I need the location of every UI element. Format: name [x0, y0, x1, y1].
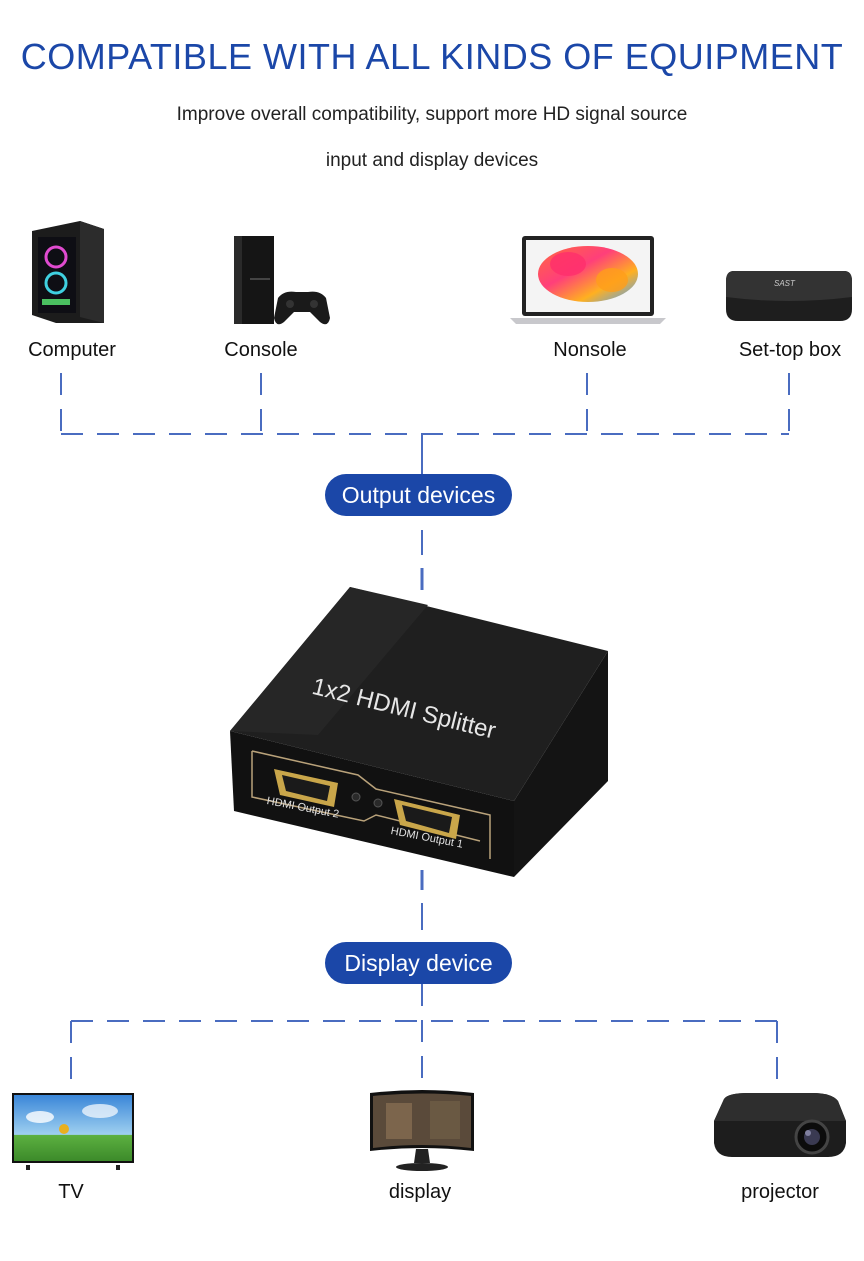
display-label-projector: projector: [741, 1181, 819, 1203]
game-console-icon: [230, 234, 330, 333]
display-device-pill: Display device: [325, 942, 512, 984]
computer-tower-icon: [30, 219, 106, 330]
monitor-icon: [366, 1089, 478, 1178]
tv-icon: [10, 1091, 136, 1176]
display-label-tv: TV: [58, 1181, 84, 1203]
source-label-nonsole: Nonsole: [553, 339, 627, 361]
laptop-icon: [508, 234, 668, 331]
source-label-console: Console: [224, 339, 298, 361]
display-label-display: display: [388, 1181, 452, 1203]
source-label-set-top-box: Set-top box: [738, 339, 842, 361]
source-label-computer: Computer: [28, 339, 116, 361]
output-devices-pill: Output devices: [325, 474, 512, 516]
projector-icon: [708, 1091, 852, 1168]
subtitle-line-2: input and display devices: [325, 150, 539, 171]
page-title: COMPATIBLE WITH ALL KINDS OF EQUIPMENT: [20, 36, 844, 77]
set-top-box-brand: SAST: [774, 279, 795, 288]
hdmi-splitter-icon: 1x2 HDMI Splitter HDMI Output 2 HDMI Out…: [228, 585, 612, 882]
set-top-box-icon: SAST: [724, 269, 854, 332]
subtitle-line-1: Improve overall compatibility, support m…: [176, 104, 688, 125]
